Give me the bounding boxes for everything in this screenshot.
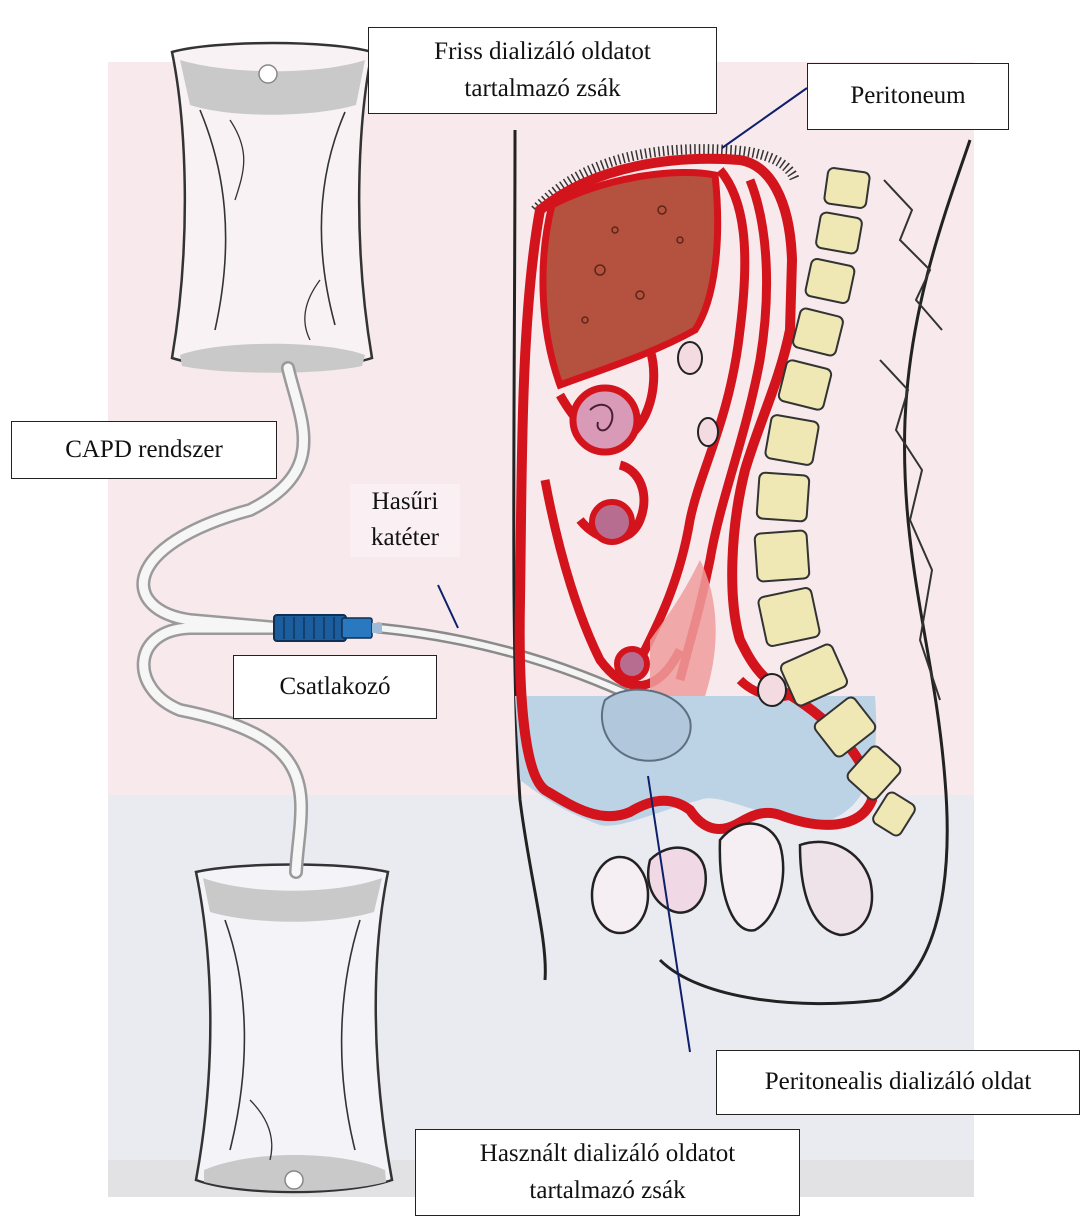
peritoneal-solution-label-text: Peritonealis dializáló oldat bbox=[765, 1064, 1032, 1100]
connector-label: Csatlakozó bbox=[233, 655, 437, 719]
used-bag-label-line-2: tartalmazó zsák bbox=[529, 1173, 685, 1209]
fresh-bag-label-line-1: Friss dializáló oldatot bbox=[434, 34, 651, 70]
connector bbox=[274, 615, 382, 641]
peritoneal-solution-label: Peritonealis dializáló oldat bbox=[716, 1050, 1080, 1115]
peritoneum-label: Peritoneum bbox=[807, 63, 1009, 130]
catheter-label-line-1: Hasűri bbox=[350, 484, 460, 520]
used-bag-label: Használt dializáló oldatot tartalmazó zs… bbox=[415, 1129, 800, 1216]
capd-system-label: CAPD rendszer bbox=[11, 421, 277, 479]
peritoneum-label-text: Peritoneum bbox=[850, 78, 965, 114]
fresh-bag-label-line-2: tartalmazó zsák bbox=[464, 71, 620, 107]
catheter-label: Hasűri katéter bbox=[350, 484, 460, 557]
used-dialysate-bag bbox=[196, 865, 392, 1193]
catheter-label-line-2: katéter bbox=[350, 520, 460, 556]
fresh-bag-label: Friss dializáló oldatot tartalmazó zsák bbox=[368, 27, 717, 114]
fresh-dialysate-bag bbox=[172, 43, 372, 373]
capd-system-label-text: CAPD rendszer bbox=[65, 432, 223, 468]
used-bag-label-line-1: Használt dializáló oldatot bbox=[480, 1136, 735, 1172]
connector-label-text: Csatlakozó bbox=[279, 669, 390, 705]
